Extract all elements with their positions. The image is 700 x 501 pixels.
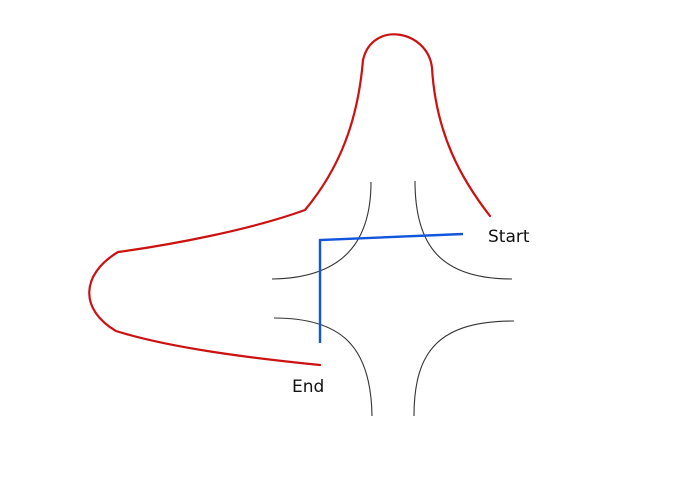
intersection-corner-top-right: [414, 180, 513, 280]
intersection-corner-top-left: [271, 181, 372, 280]
detour-route: [88, 33, 492, 367]
direct-route: [318, 232, 464, 343]
intersection: [271, 180, 515, 417]
intersection-corner-bottom-right: [413, 320, 515, 417]
end-label: End: [292, 377, 324, 397]
intersection-corner-bottom-left: [273, 317, 373, 417]
start-label: Start: [488, 227, 530, 247]
